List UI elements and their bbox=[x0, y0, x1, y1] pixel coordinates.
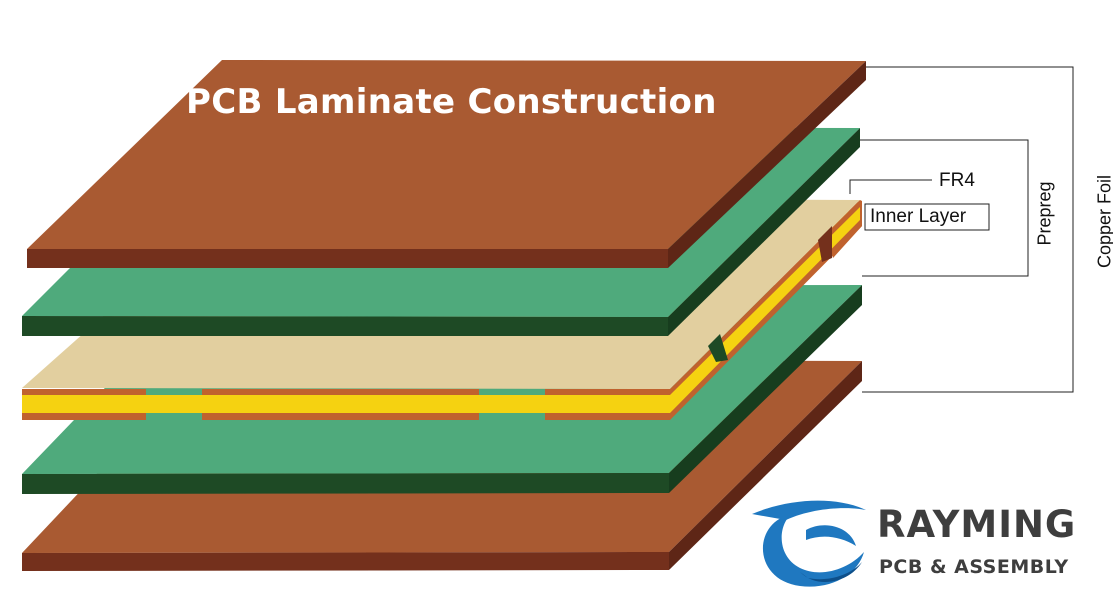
fr4-leader bbox=[849, 179, 932, 194]
copper-foil-bracket bbox=[862, 66, 1074, 393]
fr4-label: FR4 bbox=[939, 170, 975, 191]
rayming-logo-icon bbox=[752, 500, 866, 587]
label-brackets bbox=[849, 66, 1074, 393]
inner-layer-box bbox=[864, 203, 990, 231]
brand-name: RAYMING bbox=[877, 503, 1077, 546]
inner-layer-label: Inner Layer bbox=[870, 206, 967, 227]
prepreg-label: Prepreg bbox=[1034, 181, 1055, 246]
top-copper-foil-layer bbox=[27, 60, 866, 268]
prepreg-bracket bbox=[860, 139, 1029, 277]
brand-tagline: PCB & ASSEMBLY bbox=[879, 556, 1069, 578]
diagram-title: PCB Laminate Construction bbox=[186, 82, 717, 122]
copper-foil-label: Copper Foil bbox=[1094, 174, 1113, 269]
